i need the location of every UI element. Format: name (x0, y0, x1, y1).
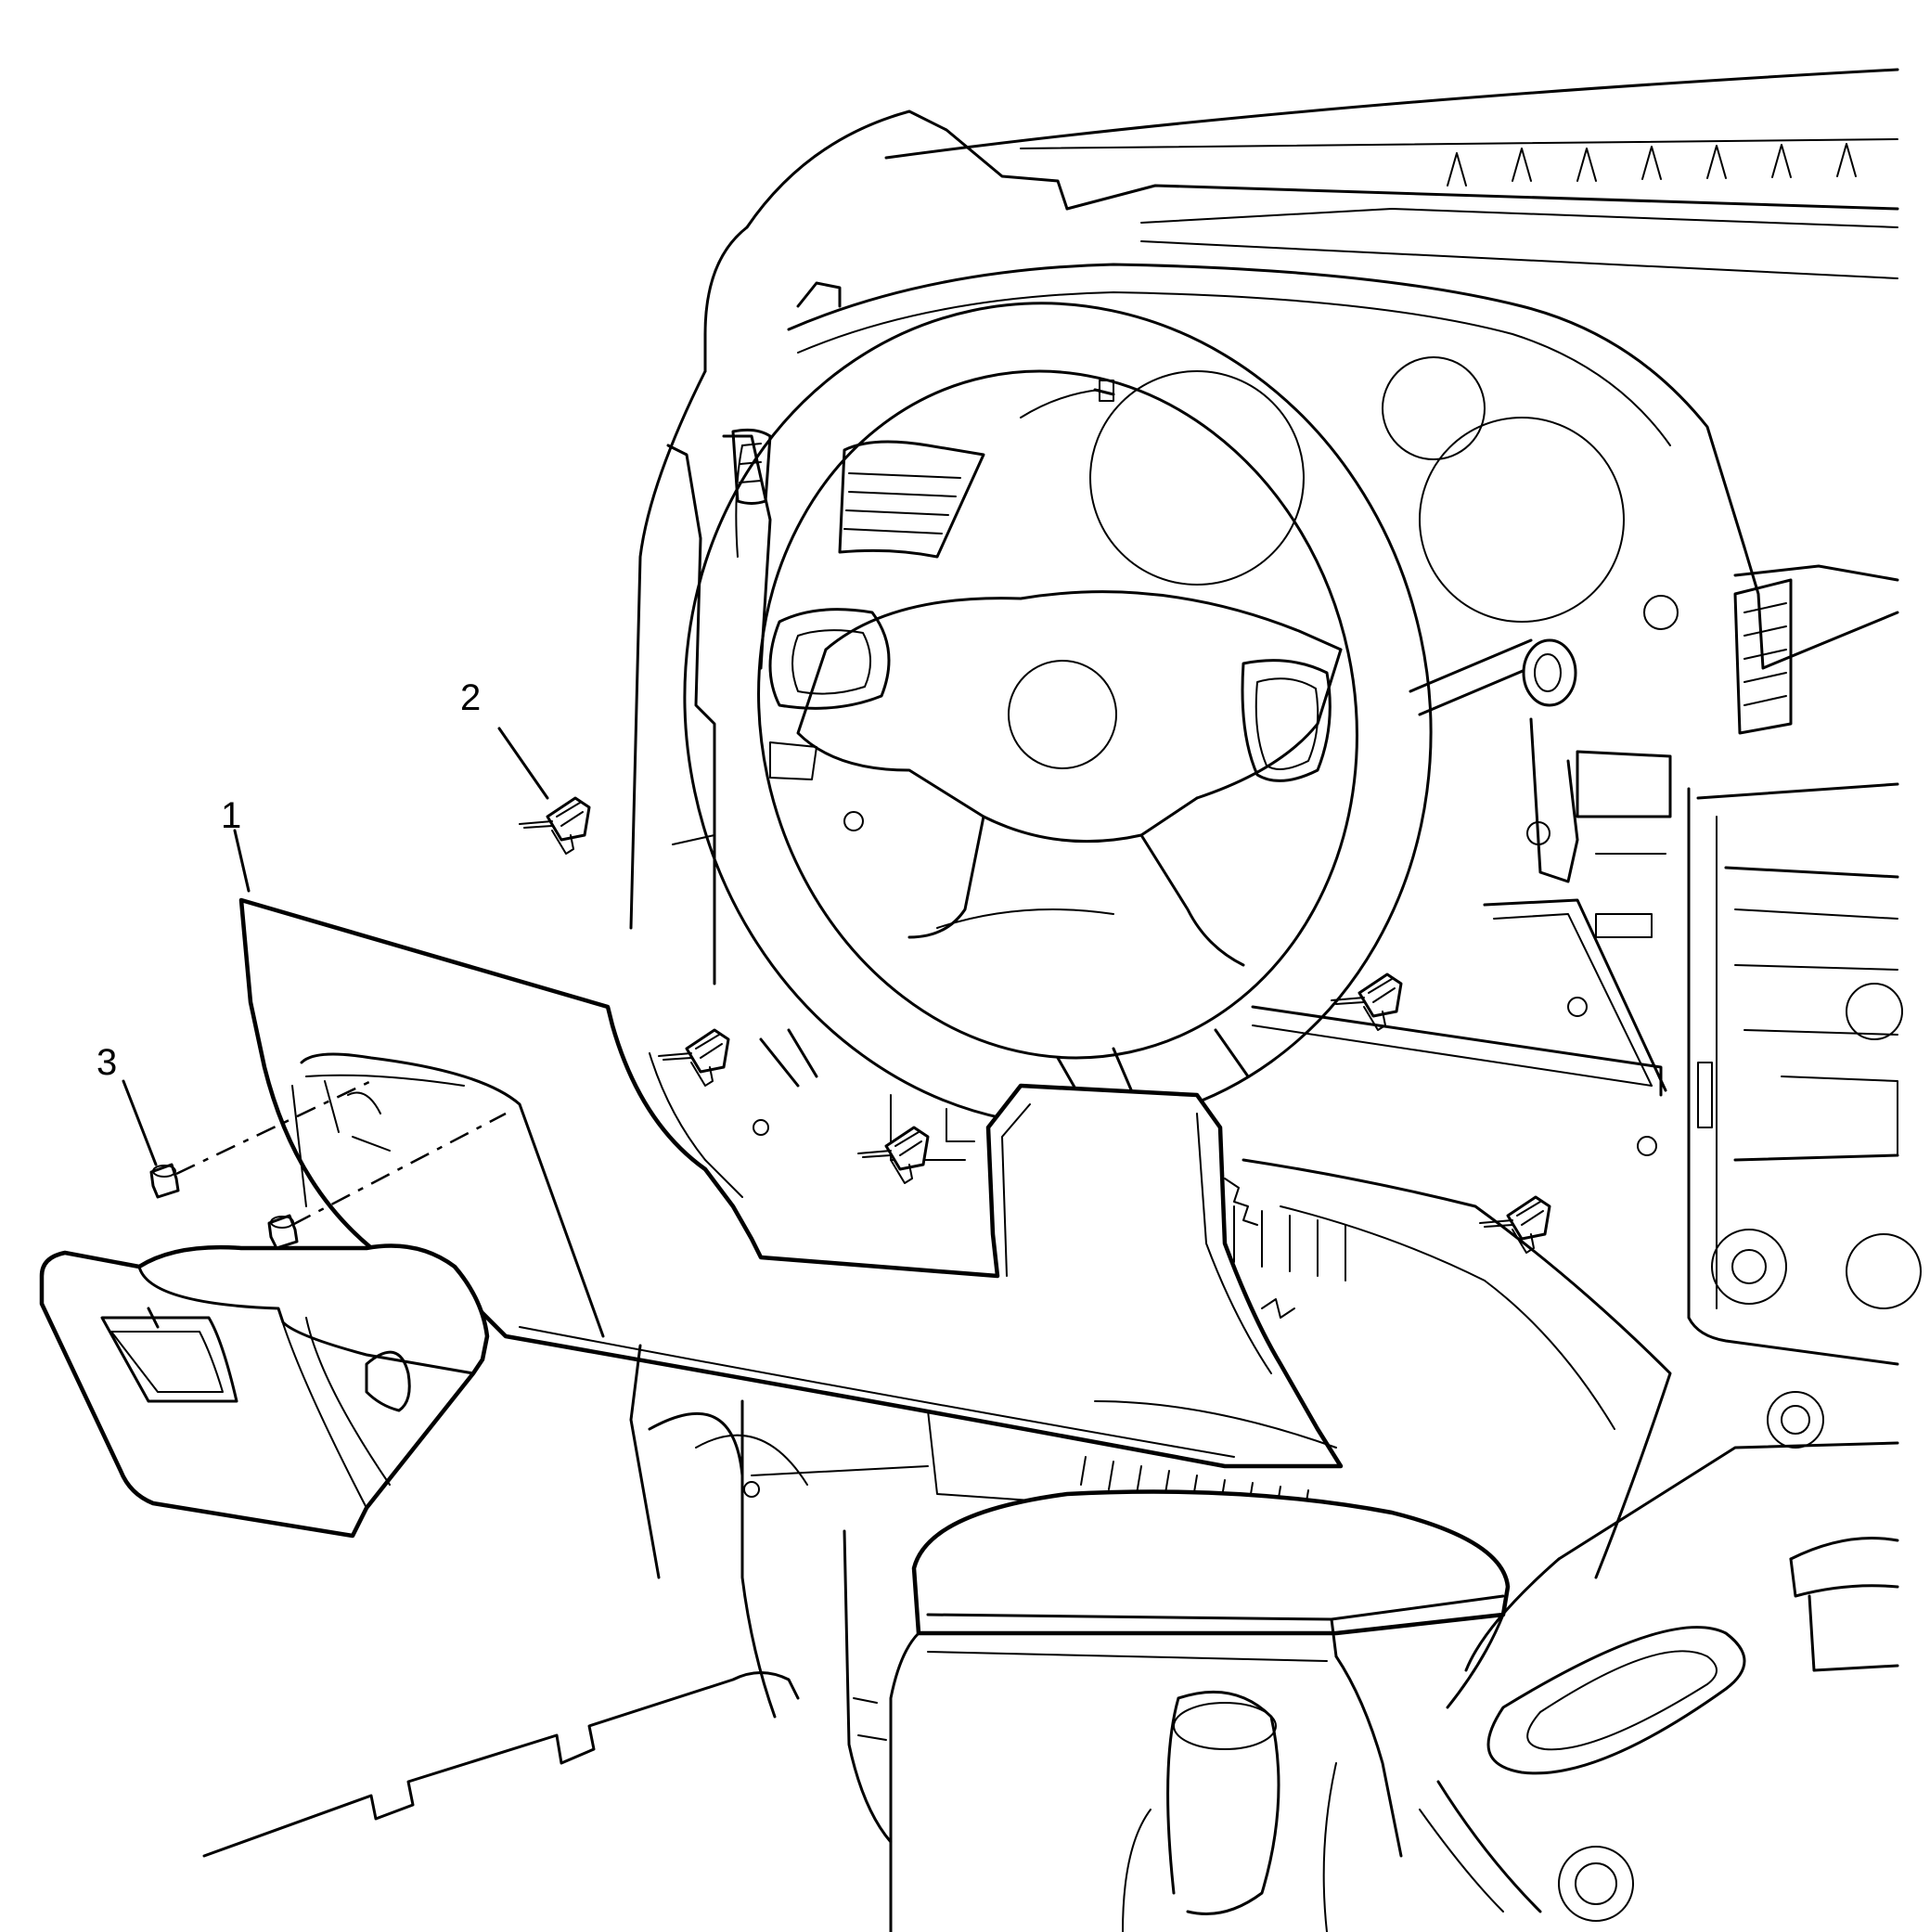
defroster-grille (1447, 143, 1857, 187)
storage-bin (39, 1052, 605, 1539)
nuts (149, 1079, 507, 1250)
leader-2 (497, 727, 549, 800)
nut-2 (267, 1214, 299, 1250)
callout-3: 3 (96, 1042, 117, 1083)
clip-panel-1 (658, 1028, 730, 1087)
leader-3 (122, 1079, 158, 1166)
nut-1 (149, 1163, 180, 1199)
clip-panel-4 (1479, 1195, 1551, 1254)
callout-2: 2 (460, 677, 481, 718)
retainer-clips (519, 796, 1551, 1254)
clip-panel-2 (857, 1126, 930, 1184)
callout-leaders (122, 727, 549, 1166)
instrument-panel (629, 68, 1922, 1922)
callout-1: 1 (221, 795, 241, 836)
center-console (889, 1489, 1511, 1932)
leader-1 (233, 829, 251, 893)
callout-labels: 1 2 3 (96, 677, 481, 1083)
steering-wheel (683, 302, 1433, 1127)
clip-2-callout (519, 796, 591, 855)
clip-panel-3 (1331, 972, 1403, 1031)
column-cover (666, 281, 985, 985)
